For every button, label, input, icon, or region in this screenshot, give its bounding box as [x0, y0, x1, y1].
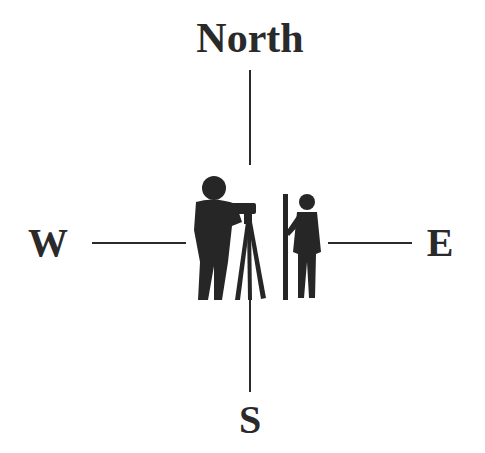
surveyor-figure	[194, 176, 266, 300]
compass-lines	[92, 70, 412, 392]
north-label: North	[196, 17, 303, 59]
west-line	[92, 242, 186, 244]
east-label: E	[427, 223, 454, 263]
west-label: W	[28, 223, 68, 263]
east-line	[328, 242, 412, 244]
leveling-rod	[283, 194, 288, 300]
north-line	[249, 70, 251, 165]
rod-person-figure	[283, 194, 321, 300]
south-line	[249, 300, 251, 392]
south-label: S	[239, 400, 261, 440]
